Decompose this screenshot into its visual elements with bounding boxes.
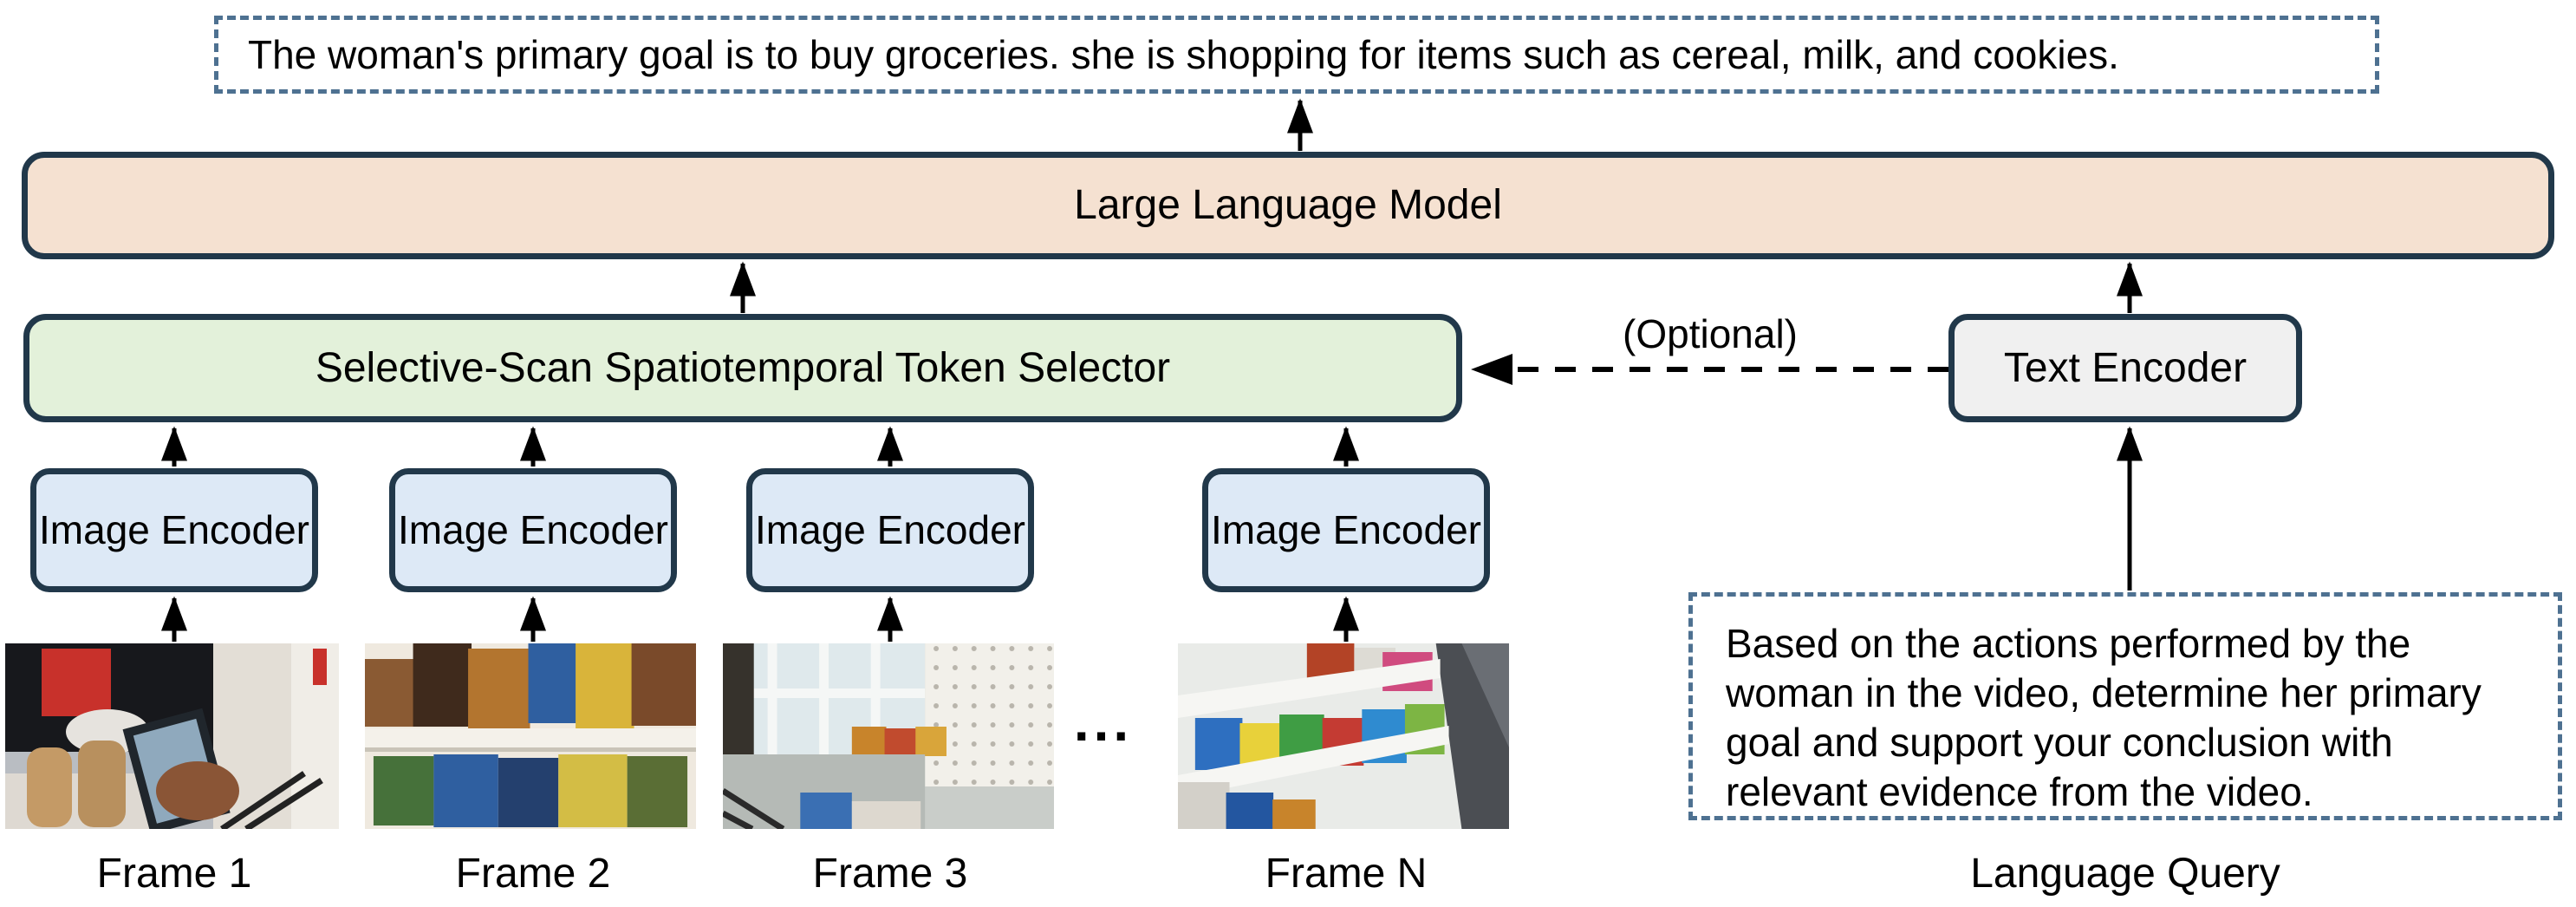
language-query-label: Language Query: [1970, 851, 2280, 897]
frame-2-label: Frame 2: [455, 851, 611, 897]
image-encoder-box-3: Image Encoder: [746, 468, 1034, 592]
frame-n-label: Frame N: [1265, 851, 1428, 897]
image-encoder-box-1: Image Encoder: [30, 468, 318, 592]
language-query-box: Based on the actions performed by the wo…: [1688, 592, 2562, 820]
image-encoder-box-2: Image Encoder: [389, 468, 677, 592]
token-selector-label: Selective-Scan Spatiotemporal Token Sele…: [315, 344, 1171, 391]
frame-3-image: [723, 643, 1054, 829]
text-encoder-label: Text Encoder: [2003, 344, 2247, 391]
frame-1-image: [5, 643, 339, 829]
frame-n-image: [1178, 643, 1509, 829]
llm-output-text: The woman's primary goal is to buy groce…: [248, 32, 2119, 77]
image-encoder-label-3: Image Encoder: [755, 506, 1025, 552]
llm-output-box: The woman's primary goal is to buy groce…: [214, 16, 2379, 94]
frames-ellipsis: ...: [1073, 690, 1134, 753]
token-selector-box: Selective-Scan Spatiotemporal Token Sele…: [23, 314, 1462, 422]
image-encoder-box-4: Image Encoder: [1202, 468, 1490, 592]
frame-2-image: [365, 643, 696, 829]
image-encoder-label-1: Image Encoder: [39, 506, 309, 552]
image-encoder-label-2: Image Encoder: [398, 506, 668, 552]
frame-3-label: Frame 3: [812, 851, 968, 897]
frame-1-label: Frame 1: [96, 851, 252, 897]
optional-label: (Optional): [1623, 311, 1798, 356]
large-language-model-box: Large Language Model: [22, 152, 2554, 259]
text-encoder-box: Text Encoder: [1948, 314, 2302, 422]
large-language-model-label: Large Language Model: [1074, 182, 1502, 228]
language-query-text: Based on the actions performed by the wo…: [1726, 621, 2482, 814]
image-encoder-label-4: Image Encoder: [1211, 506, 1481, 552]
